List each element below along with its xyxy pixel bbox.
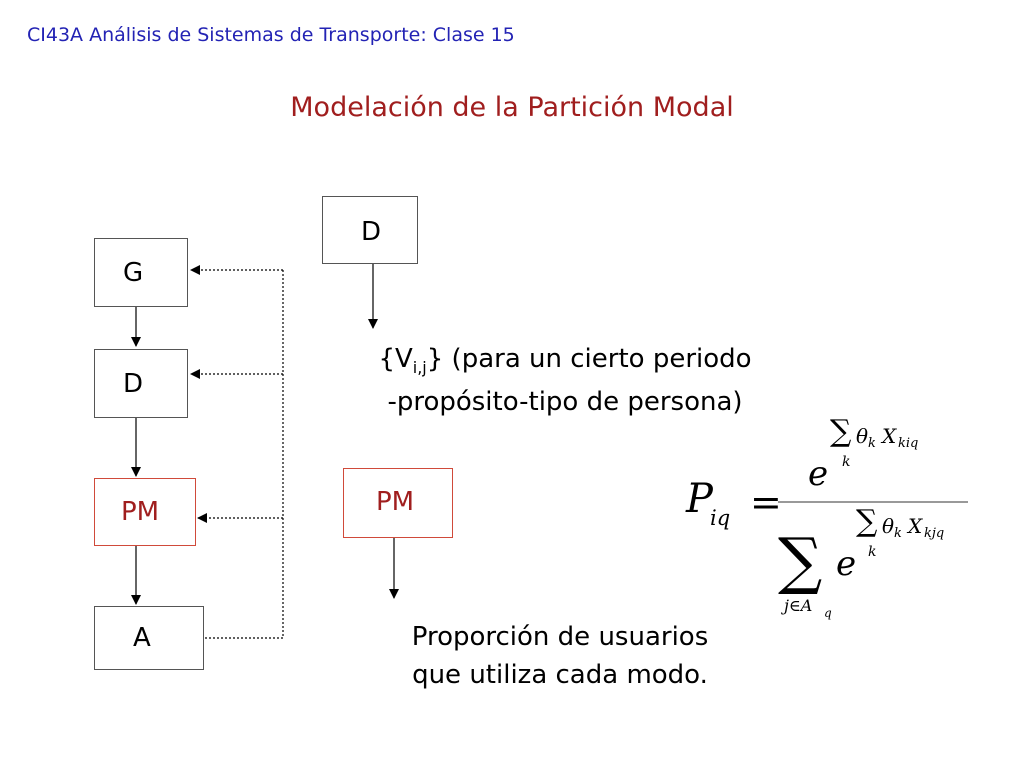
denominator-x: X — [908, 514, 923, 538]
flow-box-g: G — [94, 238, 188, 307]
flow-box-a: A — [94, 606, 204, 670]
denominator-sum-sub: j∈A — [784, 596, 813, 615]
denominator-e: e — [836, 544, 857, 584]
modal-share-description: Proporción de usuarios que utiliza cada … — [330, 618, 790, 694]
logit-formula: P iq = e ∑ k θ k X kiq ∑ j∈A q e ∑ k θ k… — [660, 410, 980, 630]
denominator-sum-subsub: q — [824, 606, 832, 620]
numerator-theta-sub: k — [868, 436, 876, 451]
right-box-d-label: D — [361, 217, 382, 247]
numerator-x-sub: kiq — [898, 436, 919, 451]
slide-header: CI43A Análisis de Sistemas de Transporte… — [27, 24, 515, 46]
trip-matrix-subscript: i,j — [412, 358, 427, 378]
formula-equals: = — [750, 480, 782, 524]
numerator-sum-sub: k — [842, 454, 851, 470]
denominator-sum-icon: ∑ — [856, 504, 878, 539]
formula-lhs-subscript: iq — [710, 506, 731, 530]
numerator-e: e — [808, 454, 829, 494]
flow-box-d-label: D — [123, 369, 144, 399]
modal-share-line-2: que utiliza cada modo. — [412, 660, 708, 690]
numerator-theta: θ — [856, 424, 869, 448]
flow-box-a-label: A — [133, 623, 151, 653]
modal-share-line-1: Proporción de usuarios — [411, 622, 709, 652]
denominator-x-sub: kjq — [924, 526, 945, 541]
flow-box-pm: PM — [94, 478, 196, 546]
flow-box-d: D — [94, 349, 188, 418]
right-box-pm: PM — [343, 468, 453, 538]
formula-lhs: P — [686, 476, 713, 522]
trip-matrix-line-1: {Vi,j} (para un cierto periodo — [378, 344, 752, 378]
denominator-theta-sub: k — [894, 526, 902, 541]
numerator-sum-icon: ∑ — [830, 414, 852, 449]
denominator-big-sum-icon: ∑ — [778, 524, 823, 597]
denominator-theta: θ — [882, 514, 895, 538]
denominator-inner-sum-sub: k — [868, 544, 877, 560]
trip-matrix-description: {Vi,j} (para un cierto periodo -propósit… — [330, 342, 800, 419]
flow-box-pm-label: PM — [121, 497, 160, 527]
right-box-d: D — [322, 196, 418, 264]
trip-matrix-line-2: -propósito-tipo de persona) — [387, 387, 743, 418]
flow-box-g-label: G — [123, 258, 144, 288]
numerator-x: X — [882, 424, 897, 448]
right-box-pm-label: PM — [376, 487, 415, 517]
slide-title: Modelación de la Partición Modal — [290, 92, 734, 123]
